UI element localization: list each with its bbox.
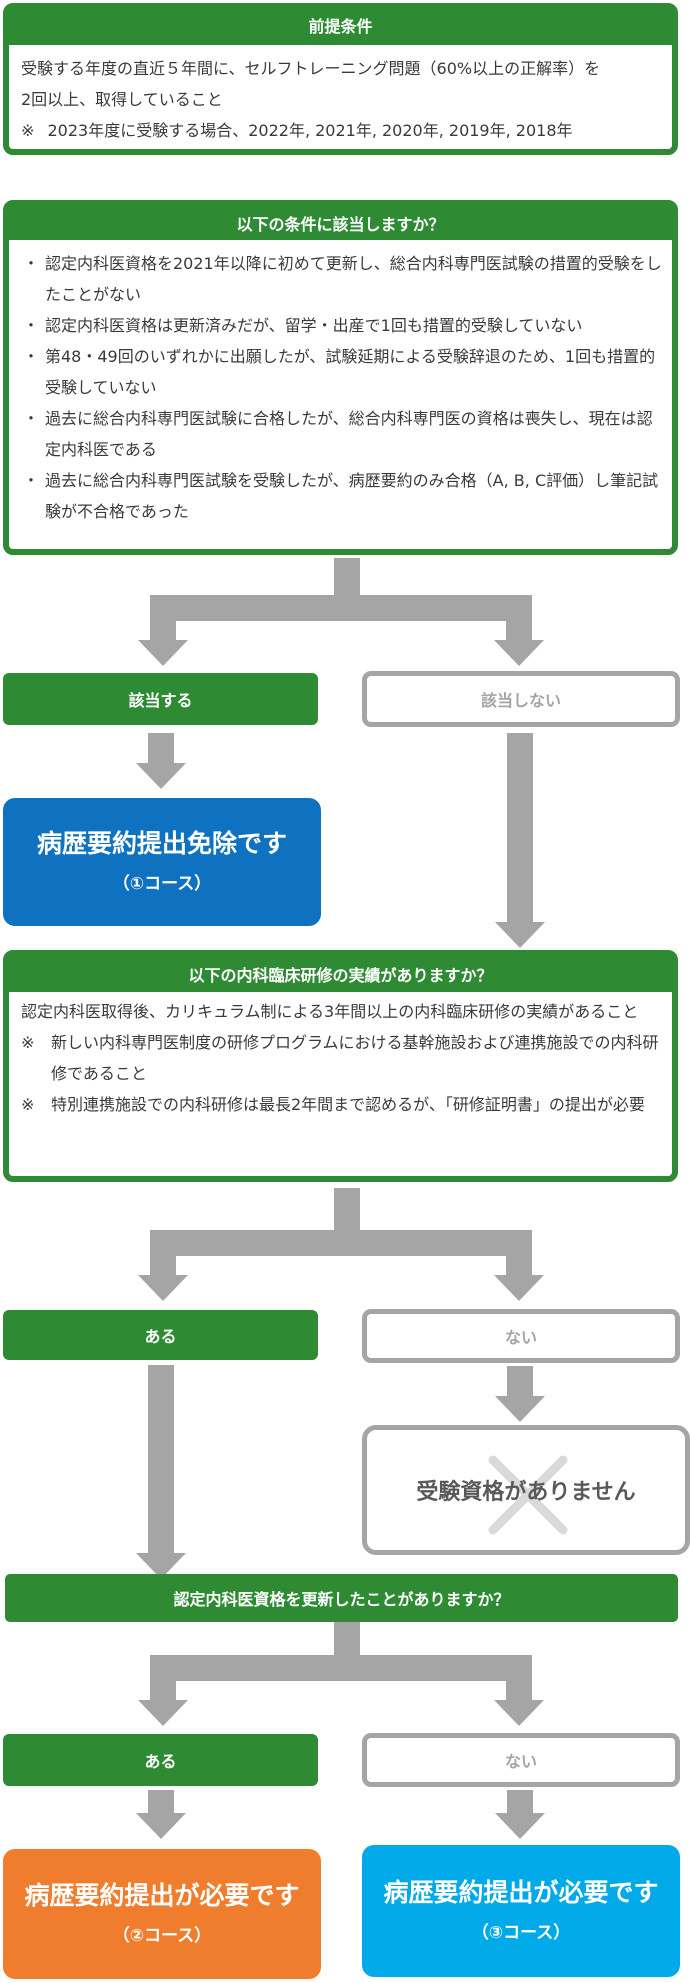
note-mark: ※ (21, 121, 35, 140)
arrow-down-icon (495, 922, 545, 948)
condition-item: 過去に総合内科専門医試験を受験したが、病歴要約のみ合格（A, B, C評価）し筆… (21, 465, 664, 527)
result-3-course: （③コース） (471, 1923, 571, 1943)
q2-note-2: ※ 特別連携施設での内科研修は最長2年間まで認めるが、「研修証明書」の提出が必要 (21, 1089, 664, 1120)
arrow-down-icon (494, 1700, 544, 1726)
result-1-title: 病歴要約提出免除です (36, 829, 287, 858)
no-button-not-applicable[interactable]: 該当しない (362, 671, 680, 727)
q2-note-1-text: 新しい内科専門医制度の研修プログラムにおける基幹施設および連携施設での内科研修で… (51, 1033, 659, 1083)
note-mark: ※ (21, 1033, 35, 1052)
premise-line-1: 受験する年度の直近５年間に、セルフトレーニング問題（60%以上の正解率）を (21, 59, 601, 78)
result-1-course: （①コース） (112, 874, 212, 894)
condition-item: 認定内科医資格は更新済みだが、留学・出産で1回も措置的受験していない (21, 310, 664, 341)
connector-drop (148, 733, 174, 763)
question-2-body: 認定内科医取得後、カリキュラム制による3年間以上の内科臨床研修の実績があること … (9, 992, 672, 1120)
connector-drop (148, 1365, 174, 1553)
premise-note-text: 2023年度に受験する場合、2022年, 2021年, 2020年, 2019年… (47, 121, 573, 140)
result-2-title: 病歴要約提出が必要です (24, 1881, 300, 1910)
connector-drop (507, 1366, 533, 1396)
condition-item: 認定内科医資格を2021年以降に初めて更新し、総合内科専門医試験の措置的受験をし… (21, 248, 664, 310)
connector-stem (334, 558, 360, 600)
ineligible-box: 受験資格がありません (362, 1425, 690, 1555)
condition-item: 過去に総合内科専門医試験に合格したが、総合内科専門医の資格は喪失し、現在は認定内… (21, 403, 664, 465)
arrow-down-icon (138, 1700, 188, 1726)
result-course-1: 病歴要約提出免除です （①コース） (3, 798, 321, 926)
premise-body: 受験する年度の直近５年間に、セルフトレーニング問題（60%以上の正解率）を 2回… (9, 45, 672, 146)
connector-bar (150, 1230, 532, 1256)
q2-note-2-text: 特別連携施設での内科研修は最長2年間まで認めるが、「研修証明書」の提出が必要 (51, 1095, 645, 1114)
connector-bar (150, 1655, 532, 1681)
result-2-course: （②コース） (112, 1926, 212, 1946)
question-1-conditions: 認定内科医資格を2021年以降に初めて更新し、総合内科専門医試験の措置的受験をし… (9, 240, 672, 527)
connector-drop (506, 1255, 532, 1275)
arrow-down-icon (136, 763, 186, 789)
premise-box: 前提条件 受験する年度の直近５年間に、セルフトレーニング問題（60%以上の正解率… (3, 3, 678, 155)
arrow-down-icon (494, 1275, 544, 1301)
condition-item: 第48・49回のいずれかに出願したが、試験延期による受験辞退のため、1回も措置的… (21, 341, 664, 403)
connector-drop (507, 733, 533, 923)
connector-drop (507, 1790, 533, 1814)
premise-line-2: 2回以上、取得していること (21, 90, 223, 109)
connector-bar (150, 595, 532, 621)
connector-drop (506, 1680, 532, 1700)
premise-header: 前提条件 (9, 9, 672, 45)
arrow-down-icon (495, 1396, 545, 1422)
connector-stem (334, 1622, 360, 1658)
question-1-header: 以下の条件に該当しますか？ (9, 206, 672, 240)
connector-drop (150, 1255, 176, 1275)
q2-line-1: 認定内科医取得後、カリキュラム制による3年間以上の内科臨床研修の実績があること (21, 1002, 639, 1021)
yes-button-has-training[interactable]: ある (3, 1310, 318, 1360)
arrow-down-icon (136, 1813, 186, 1839)
result-course-2: 病歴要約提出が必要です （②コース） (3, 1849, 321, 1979)
result-3-title: 病歴要約提出が必要です (383, 1878, 659, 1907)
question-1-box: 以下の条件に該当しますか？ 認定内科医資格を2021年以降に初めて更新し、総合内… (3, 200, 678, 555)
connector-drop (148, 1790, 174, 1814)
yes-button-applicable[interactable]: 該当する (3, 673, 318, 725)
connector-drop (506, 620, 532, 640)
no-button-no-training[interactable]: ない (362, 1309, 680, 1363)
result-course-3: 病歴要約提出が必要です （③コース） (362, 1845, 680, 1977)
connector-stem (334, 1188, 360, 1232)
question-3-header: 認定内科医資格を更新したことがありますか？ (5, 1574, 678, 1622)
arrow-down-icon (494, 640, 544, 666)
cross-icon (488, 1455, 568, 1535)
q2-note-1: ※ 新しい内科専門医制度の研修プログラムにおける基幹施設および連携施設での内科研… (21, 1027, 664, 1089)
no-button-not-renewed[interactable]: ない (362, 1733, 680, 1787)
connector-drop (150, 620, 176, 640)
yes-button-renewed[interactable]: ある (3, 1734, 318, 1786)
ineligible-title: 受験資格がありません (416, 1480, 636, 1505)
arrow-down-icon (138, 640, 188, 666)
premise-note: ※ 2023年度に受験する場合、2022年, 2021年, 2020年, 201… (21, 115, 672, 146)
arrow-down-icon (138, 1275, 188, 1301)
question-2-header: 以下の内科臨床研修の実績がありますか？ (9, 956, 672, 992)
question-2-box: 以下の内科臨床研修の実績がありますか？ 認定内科医取得後、カリキュラム制による3… (3, 950, 678, 1182)
connector-drop (150, 1680, 176, 1700)
note-mark: ※ (21, 1095, 35, 1114)
arrow-down-icon (495, 1813, 545, 1839)
